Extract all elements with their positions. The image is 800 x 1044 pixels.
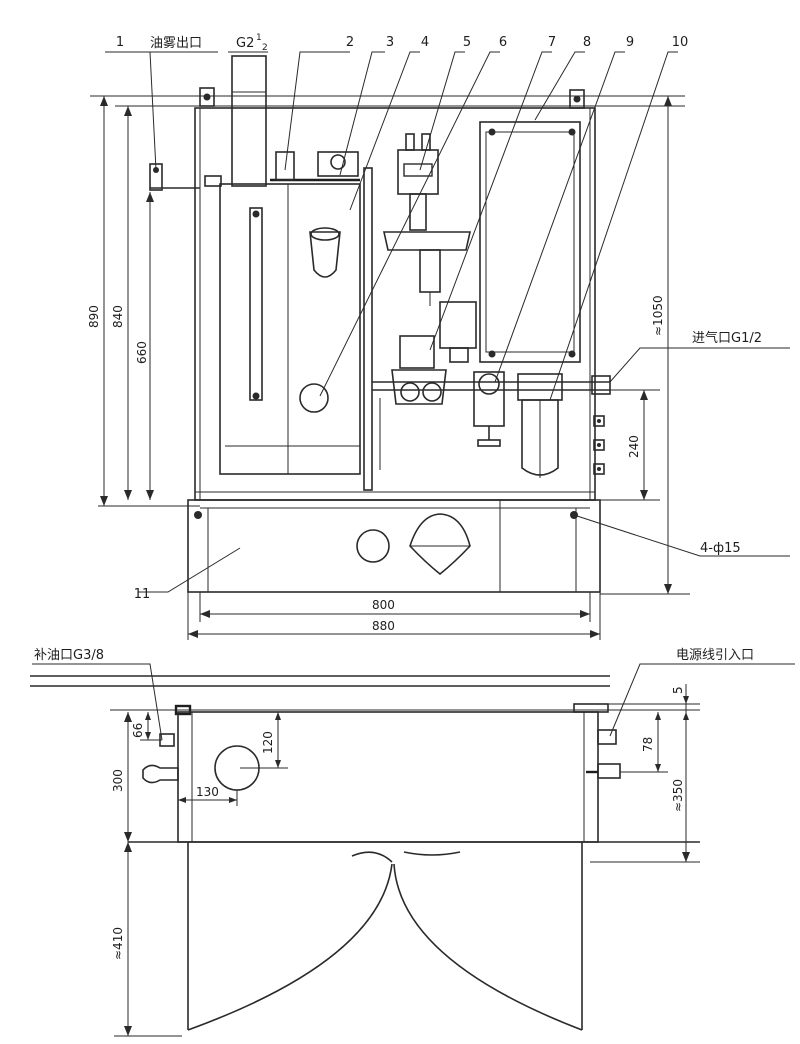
base-port-teardrop — [409, 513, 471, 576]
dim-800: 800 — [372, 598, 395, 612]
pressure-regulator — [473, 371, 505, 427]
side-dimensions — [124, 684, 700, 1036]
part-number-2: 2 — [346, 35, 354, 50]
holes-label: 4-ф15 — [700, 541, 741, 556]
base-port-circle — [356, 529, 390, 563]
dim-1050: ≈1050 — [651, 295, 665, 336]
oil-mist-outlet-pipe — [231, 55, 267, 187]
dim-5: 5 — [671, 686, 685, 694]
part-number-6: 6 — [499, 35, 507, 50]
door-swing-right — [393, 863, 583, 1031]
part-number-11: 11 — [134, 587, 151, 602]
control-box — [479, 121, 581, 363]
side-view — [30, 675, 700, 1037]
oil-level-gauge — [249, 207, 263, 401]
air-inlet-label: 进气口G1/2 — [692, 330, 762, 346]
outlet-thread-sup: 1 — [256, 33, 262, 43]
part-number-3: 3 — [386, 35, 394, 50]
side-housing — [177, 711, 599, 843]
dim-130: 130 — [196, 785, 219, 799]
part-leaders — [120, 51, 678, 593]
part-number-7: 7 — [548, 35, 556, 50]
front-dimensions — [98, 96, 690, 640]
part-number-9: 9 — [626, 35, 634, 50]
dim-350: ≈350 — [671, 779, 685, 812]
outlet-thread-sub: 2 — [262, 43, 268, 53]
part-number-1: 1 — [116, 35, 124, 50]
dim-240: 240 — [627, 435, 641, 458]
power-entry-label: 电源线引入口 — [676, 648, 754, 663]
door-swing-left — [187, 863, 393, 1031]
oil-mist-outlet-label: 油雾出口 — [150, 36, 202, 51]
cabinet-outer-frame — [194, 107, 596, 501]
outlet-thread-label: G2 — [236, 36, 254, 51]
dim-410: ≈410 — [111, 927, 125, 960]
oil-fill-label: 补油口G3/8 — [34, 648, 104, 663]
dim-120: 120 — [261, 731, 275, 754]
front-view — [90, 51, 685, 593]
tank-port-circle — [299, 383, 329, 413]
dim-660: 660 — [135, 341, 149, 364]
oil-tank — [219, 183, 361, 475]
dim-840: 840 — [111, 305, 125, 328]
part-number-8: 8 — [583, 35, 591, 50]
air-filter — [517, 373, 563, 401]
dim-890: 890 — [87, 305, 101, 328]
dim-66: 66 — [131, 723, 145, 738]
dim-880: 880 — [372, 619, 395, 633]
cabinet-base — [187, 499, 601, 593]
dim-78: 78 — [641, 737, 655, 752]
part-number-4: 4 — [421, 35, 429, 50]
part-number-5: 5 — [463, 35, 471, 50]
dim-300: 300 — [111, 769, 125, 792]
part-number-10: 10 — [672, 35, 689, 50]
tank-filter-cup — [309, 231, 341, 278]
